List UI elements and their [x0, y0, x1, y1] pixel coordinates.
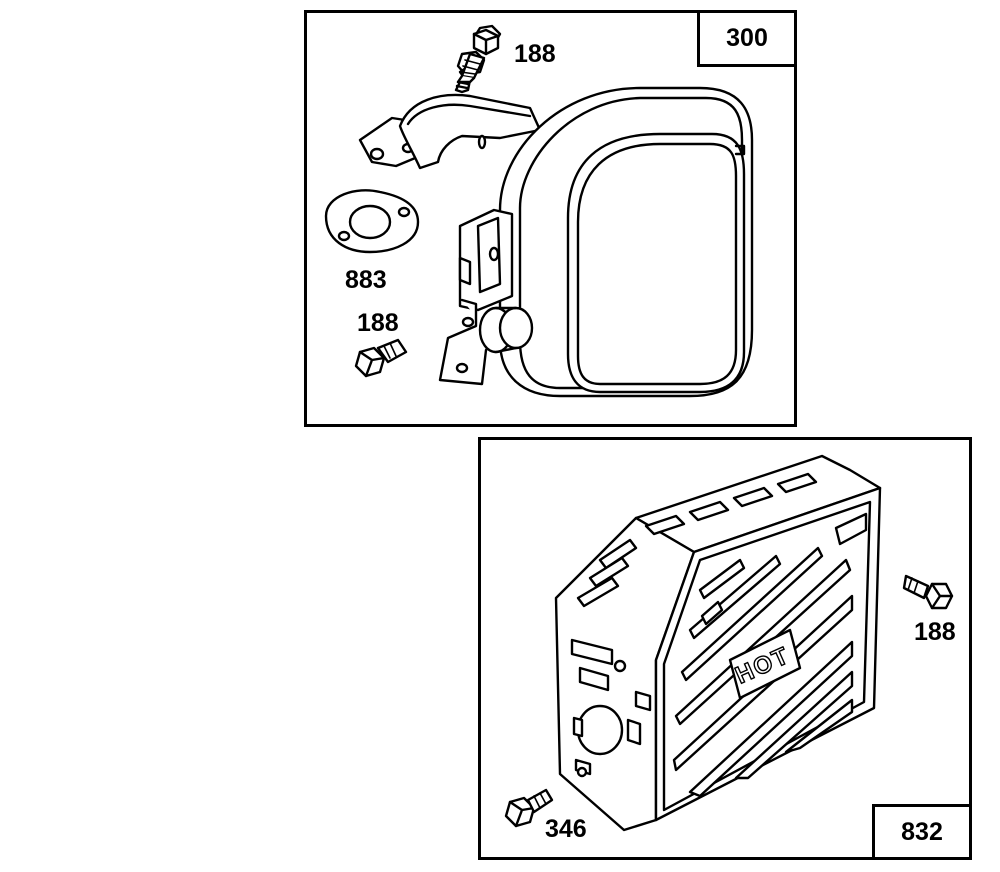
muffler-guard-illustration — [554, 454, 882, 832]
callout-screw-bottom: 346 — [545, 815, 587, 843]
muffler-ref-number: 300 — [697, 10, 797, 67]
callout-bolt-right: 188 — [914, 618, 956, 646]
callout-bolt-side: 188 — [357, 309, 399, 337]
exhaust-pipe-illustration — [358, 93, 542, 170]
screw-bottom-illustration — [504, 788, 554, 828]
gasket-illustration — [324, 189, 420, 254]
muffler-body-illustration — [498, 86, 754, 398]
bolt-side-illustration — [354, 338, 408, 378]
bolt-top-hex — [456, 28, 500, 84]
callout-gasket: 883 — [345, 266, 387, 294]
callout-bolt-top: 188 — [514, 40, 556, 68]
bolt-right-illustration — [902, 574, 954, 610]
mounting-bracket-illustration — [438, 208, 534, 386]
guard-ref-number: 832 — [872, 804, 972, 860]
